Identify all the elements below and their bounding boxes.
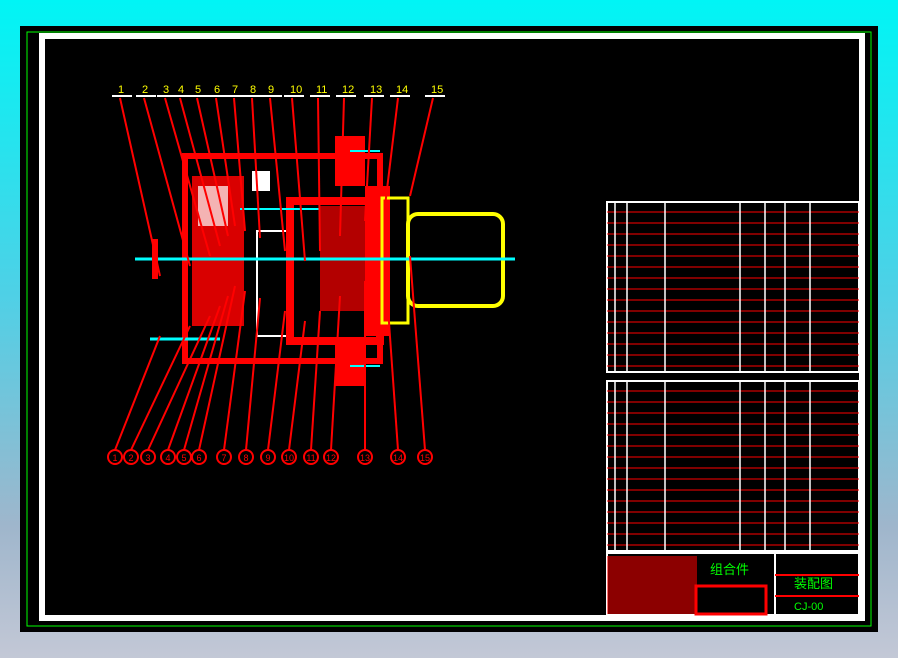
parts-table-upper [606, 201, 860, 373]
leader-line [317, 97, 321, 252]
leader-line [183, 295, 229, 451]
balloon-number: 5 [181, 453, 186, 463]
top-part-number: 6 [214, 84, 220, 96]
balloon-number: 9 [265, 453, 270, 463]
top-part-number: 10 [290, 84, 302, 96]
part-balloon [417, 449, 433, 465]
balloon-number: 6 [196, 453, 201, 463]
leader-line [251, 97, 261, 239]
leader-line [409, 97, 434, 197]
balloon-number: 2 [128, 453, 133, 463]
lower-flange [335, 341, 365, 386]
top-part-number: 15 [431, 84, 443, 96]
part-balloon [123, 449, 139, 465]
upper-flange [335, 136, 365, 186]
part-balloon [238, 449, 254, 465]
balloon-number: 12 [326, 453, 336, 463]
leader-line [245, 297, 261, 451]
top-part-number: 1 [118, 84, 124, 96]
leader-line [147, 315, 211, 451]
leader-line [330, 295, 341, 451]
balloon-number: 7 [221, 453, 226, 463]
part-balloon [191, 449, 207, 465]
balloon-number: 10 [284, 453, 294, 463]
leader-line [119, 97, 161, 277]
top-part-number: 4 [178, 84, 184, 96]
parts-table-lower [606, 380, 860, 552]
top-part-number: 11 [316, 84, 327, 96]
outer-frame [26, 31, 872, 627]
leader-line [164, 97, 211, 257]
balloon-number: 3 [145, 453, 150, 463]
part-balloon [303, 449, 319, 465]
leader-line [198, 285, 236, 451]
leader-lines [114, 97, 434, 451]
balloon-number: 15 [420, 453, 430, 463]
top-part-number: 3 [163, 84, 169, 96]
part-balloon [281, 449, 297, 465]
leader-line [196, 97, 229, 237]
leader-line [167, 305, 221, 451]
part-name: 组合件 [710, 562, 749, 577]
balloon-number: 4 [165, 453, 170, 463]
drawing-type: 装配图 [794, 576, 833, 591]
leader-line [409, 255, 426, 451]
top-part-number: 8 [250, 84, 256, 96]
top-part-number: 7 [232, 84, 238, 96]
leader-line [339, 97, 345, 237]
leader-line [288, 320, 306, 451]
leader-line [114, 335, 161, 451]
leader-line [384, 97, 399, 207]
leader-line [223, 290, 246, 451]
leader-line [364, 97, 373, 222]
title-block: 组合件 装配图 CJ-00 [606, 552, 860, 616]
handle [152, 239, 158, 279]
balloon-number: 8 [243, 453, 248, 463]
part-balloon [357, 449, 373, 465]
right-flange [365, 186, 390, 336]
top-part-number: 12 [342, 84, 354, 96]
part-balloon [260, 449, 276, 465]
balloon-number: 1 [112, 453, 117, 463]
part-balloon [107, 449, 123, 465]
leader-line [130, 325, 191, 451]
leader-line [269, 97, 286, 252]
leader-line [143, 97, 191, 267]
balloon-number: 13 [360, 453, 370, 463]
leader-line [267, 310, 286, 451]
drawing-number: CJ-00 [794, 601, 823, 613]
leader-line [291, 97, 306, 262]
leader-line [215, 97, 236, 227]
leader-line [179, 97, 221, 247]
balloon-number: 11 [306, 453, 315, 463]
leader-line [233, 97, 246, 232]
part-balloon [160, 449, 176, 465]
top-part-number: 13 [370, 84, 382, 96]
part-balloon [323, 449, 339, 465]
part-balloon [140, 449, 156, 465]
top-part-number: 2 [142, 84, 148, 96]
drawing-border [39, 33, 865, 621]
leader-line [310, 310, 321, 451]
balloon-number: 14 [393, 453, 403, 463]
top-part-number: 14 [396, 84, 408, 96]
top-part-number: 9 [268, 84, 274, 96]
scale-grid [694, 584, 768, 616]
part-balloon [390, 449, 406, 465]
parts-list [606, 201, 860, 552]
leader-line [384, 265, 399, 451]
part-balloon [216, 449, 232, 465]
signature-grid [607, 556, 697, 614]
top-bolt [252, 171, 270, 191]
top-part-number: 5 [195, 84, 201, 96]
assembly-section-view [135, 136, 515, 386]
